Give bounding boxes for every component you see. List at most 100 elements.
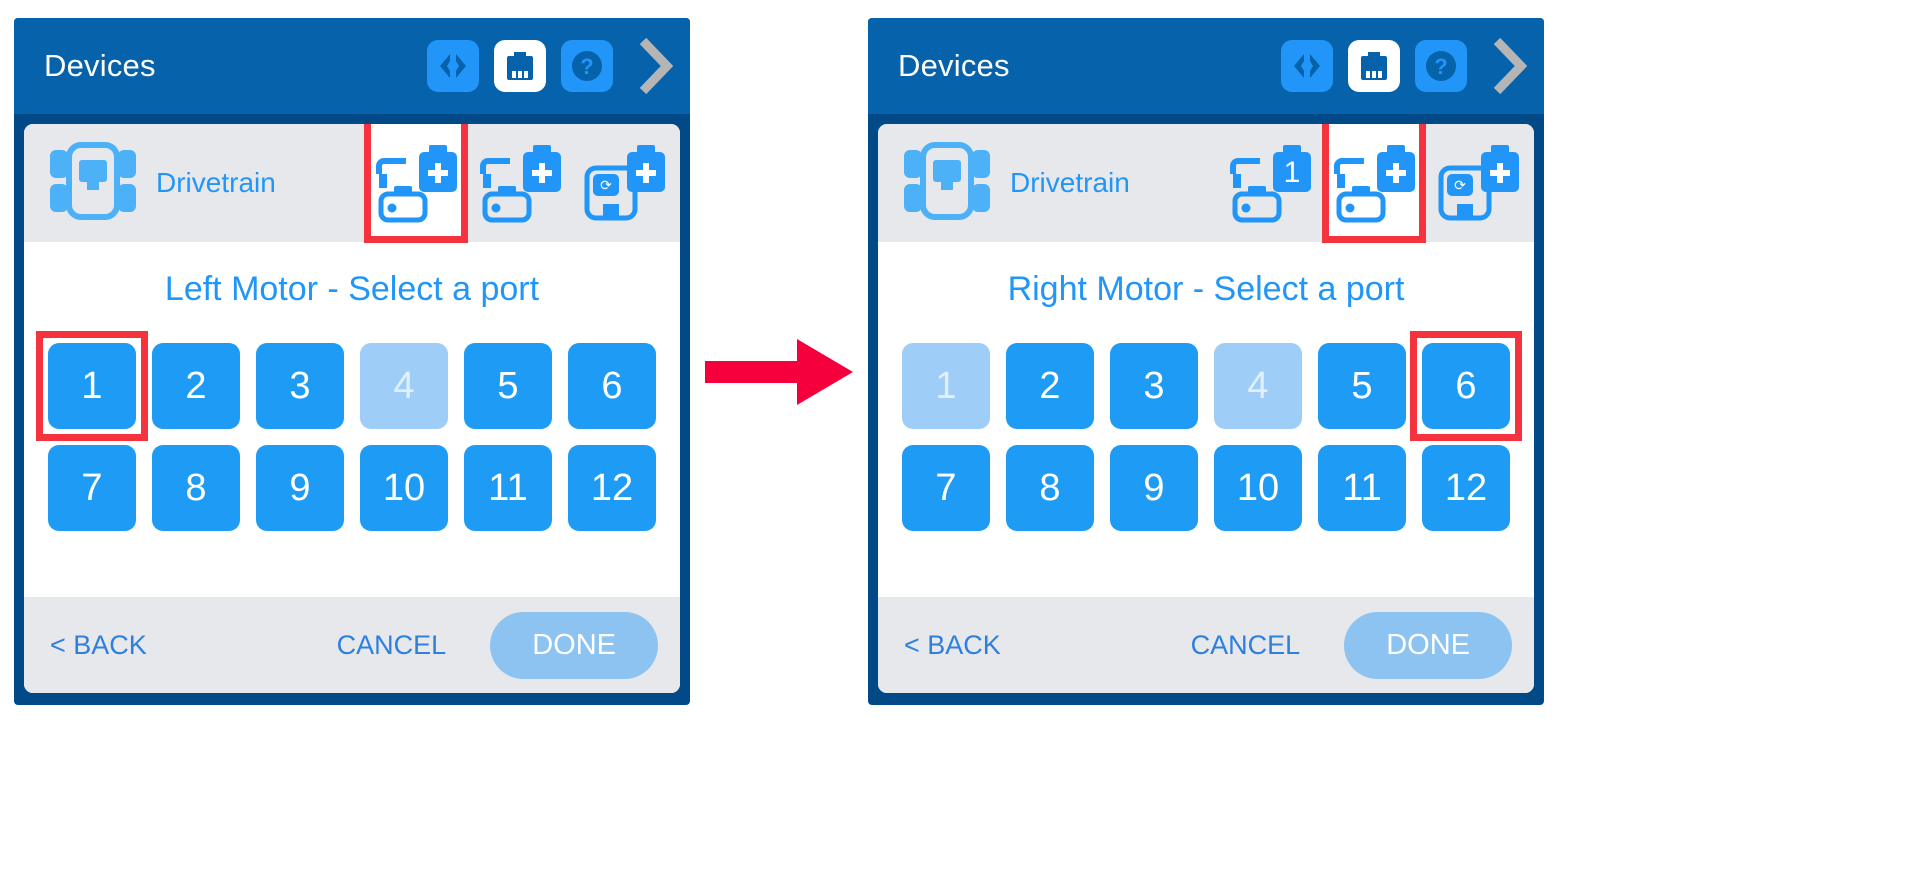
device-strip-left: Drivetrain — [24, 124, 680, 243]
port-button-7[interactable]: 7 — [902, 445, 990, 531]
svg-text:⟳: ⟳ — [1454, 177, 1466, 193]
motor-port-1-slot[interactable]: 1 — [1218, 124, 1322, 242]
port-button-11[interactable]: 11 — [464, 445, 552, 531]
port-button-9[interactable]: 9 — [256, 445, 344, 531]
port-button-11[interactable]: 11 — [1318, 445, 1406, 531]
port-cell: 7 — [902, 445, 990, 531]
code-brackets-icon[interactable] — [427, 40, 479, 92]
port-button-1[interactable]: 1 — [48, 343, 136, 429]
port-cell: 6 — [568, 343, 656, 429]
add-motor-slot-1[interactable] — [364, 124, 468, 243]
cancel-button[interactable]: CANCEL — [1190, 629, 1301, 660]
svg-text:?: ? — [580, 54, 593, 79]
port-cell: 4 — [1214, 343, 1302, 429]
svg-text:⟳: ⟳ — [600, 177, 612, 193]
port-cell: 9 — [1110, 445, 1198, 531]
port-cell: 6 — [1410, 331, 1522, 441]
port-button-2[interactable]: 2 — [1006, 343, 1094, 429]
add-sensor-slot-3[interactable]: ⟳ — [572, 124, 676, 242]
app-header-left: Devices ? — [14, 18, 690, 114]
port-cell: 3 — [256, 343, 344, 429]
header-icon-group: ? — [1281, 37, 1530, 95]
phone-panel-right: Devices ? — [868, 18, 1544, 705]
drivetrain-robot-icon — [902, 141, 992, 225]
drivetrain-robot-icon — [48, 141, 138, 225]
help-question-icon[interactable]: ? — [1415, 40, 1467, 92]
port-cell: 1 — [36, 331, 148, 441]
port-cell: 7 — [48, 445, 136, 531]
port-button-8[interactable]: 8 — [1006, 445, 1094, 531]
port-cell: 12 — [568, 445, 656, 531]
port-grid-left: 1 2 3 4 5 6 7 8 9 10 11 12 — [36, 331, 656, 531]
port-cell: 10 — [360, 445, 448, 531]
phone-panel-left: Devices ? — [14, 18, 690, 705]
port-cell: 5 — [464, 343, 552, 429]
add-motor-slot-2[interactable] — [1322, 124, 1426, 243]
svg-text:1: 1 — [1284, 156, 1301, 189]
card-footer-left: < BACK CANCEL DONE — [24, 597, 680, 693]
port-cell: 4 — [360, 343, 448, 429]
card-footer-right: < BACK CANCEL DONE — [878, 597, 1534, 693]
device-strip-right: Drivetrain 1 — [878, 124, 1534, 243]
add-motor-slot-2[interactable] — [468, 124, 572, 242]
code-brackets-icon[interactable] — [1281, 40, 1333, 92]
device-config-card-left: Drivetrain — [24, 124, 680, 693]
port-cell: 10 — [1214, 445, 1302, 531]
svg-text:?: ? — [1434, 54, 1447, 79]
port-button-5[interactable]: 5 — [464, 343, 552, 429]
device-slot-group-right: 1 — [1218, 124, 1530, 243]
header-icon-group: ? — [427, 37, 676, 95]
done-button[interactable]: DONE — [490, 611, 658, 679]
port-prompt-label: Left Motor - Select a port — [164, 270, 540, 308]
port-button-3[interactable]: 3 — [256, 343, 344, 429]
device-name-label: Drivetrain — [156, 167, 276, 198]
app-title: Devices — [898, 48, 1010, 83]
port-button-9[interactable]: 9 — [1110, 445, 1198, 531]
port-cell: 2 — [1006, 343, 1094, 429]
port-button-10[interactable]: 10 — [360, 445, 448, 531]
help-question-icon[interactable]: ? — [561, 40, 613, 92]
port-cell: 2 — [152, 343, 240, 429]
port-cell: 8 — [1006, 445, 1094, 531]
port-button-6[interactable]: 6 — [568, 343, 656, 429]
port-selection-body-left: Left Motor - Select a port 1 2 3 4 5 6 7… — [24, 242, 680, 597]
port-cell: 11 — [1318, 445, 1406, 531]
done-button[interactable]: DONE — [1344, 611, 1512, 679]
port-cell: 8 — [152, 445, 240, 531]
port-button-4: 4 — [360, 343, 448, 429]
chevron-right-icon[interactable] — [1488, 37, 1530, 95]
add-sensor-slot-3[interactable]: ⟳ — [1426, 124, 1530, 242]
device-name-label: Drivetrain — [1010, 167, 1130, 198]
port-cell: 12 — [1422, 445, 1510, 531]
flow-arrow-right-icon — [705, 336, 855, 408]
port-cell: 1 — [902, 343, 990, 429]
port-button-10[interactable]: 10 — [1214, 445, 1302, 531]
port-cell: 11 — [464, 445, 552, 531]
port-button-5[interactable]: 5 — [1318, 343, 1406, 429]
port-button-12[interactable]: 12 — [1422, 445, 1510, 531]
port-button-2[interactable]: 2 — [152, 343, 240, 429]
back-button[interactable]: < BACK — [50, 629, 147, 660]
port-button-1: 1 — [902, 343, 990, 429]
device-config-card-right: Drivetrain 1 — [878, 124, 1534, 693]
port-button-3[interactable]: 3 — [1110, 343, 1198, 429]
back-button[interactable]: < BACK — [904, 629, 1001, 660]
port-cell: 5 — [1318, 343, 1406, 429]
port-grid-right: 1 2 3 4 5 6 7 8 9 10 11 12 — [902, 331, 1522, 531]
cancel-button[interactable]: CANCEL — [336, 629, 447, 660]
battery-brain-icon[interactable] — [1348, 40, 1400, 92]
port-selection-body-right: Right Motor - Select a port 1 2 3 4 5 6 … — [878, 242, 1534, 597]
port-button-7[interactable]: 7 — [48, 445, 136, 531]
battery-brain-icon[interactable] — [494, 40, 546, 92]
port-button-12[interactable]: 12 — [568, 445, 656, 531]
port-button-4: 4 — [1214, 343, 1302, 429]
port-button-6[interactable]: 6 — [1422, 343, 1510, 429]
port-prompt-label: Right Motor - Select a port — [1007, 270, 1405, 308]
app-header-right: Devices ? — [868, 18, 1544, 114]
port-cell: 9 — [256, 445, 344, 531]
chevron-right-icon[interactable] — [634, 37, 676, 95]
device-slot-group-left: ⟳ — [364, 124, 676, 243]
port-cell: 3 — [1110, 343, 1198, 429]
app-title: Devices — [44, 48, 156, 83]
port-button-8[interactable]: 8 — [152, 445, 240, 531]
